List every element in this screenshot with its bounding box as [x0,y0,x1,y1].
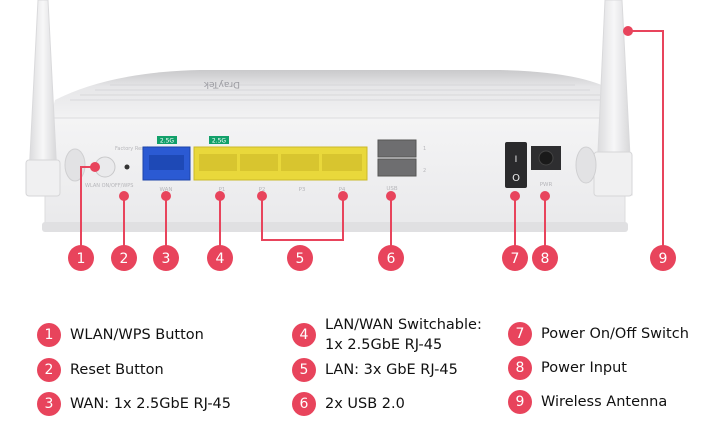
callout-badge-7 [502,245,528,271]
legend-label: LAN/WAN Switchable: 1x 2.5GbE RJ-45 [325,315,482,355]
usb-1-label: 1 [423,146,426,152]
right-antenna [575,0,633,197]
legend-item: 4 LAN/WAN Switchable: 1x 2.5GbE RJ-45 [292,315,482,355]
wan-label: WAN [159,187,172,193]
port-badge-wan [157,136,177,144]
legend-label-line1: LAN/WAN Switchable: [325,317,482,333]
legend-label: WAN: 1x 2.5GbE RJ-45 [70,396,232,412]
callout-anchor-dot [623,26,633,36]
legend-badge: 1 [37,323,61,347]
port-badge-wan-text: 2.5G [160,138,175,145]
usb-port-2[interactable] [377,158,417,177]
legend-item: 7 Power On/Off Switch [508,322,689,346]
usb-2-label: 2 [423,168,426,174]
callout-anchor-dot [540,191,550,201]
callout-badge-number: 8 [541,251,550,267]
lan-port-p3[interactable] [281,154,319,171]
callout-badge-9 [650,245,676,271]
legend-label: 2x USB 2.0 [325,396,405,412]
wlan-label: WLAN ON/OFF/WPS [85,183,133,189]
router-rear-panel-diagram: DrayTek Factory Reset WLAN ON/OFF/WPS 2.… [25,0,676,271]
callout-badge-number: 4 [216,251,225,267]
callout-badge-4 [207,245,233,271]
callout-leader-5 [261,196,344,241]
legend-badge: 5 [292,358,316,382]
callout-badge-3 [153,245,179,271]
callout-badge-1 [68,245,94,271]
router-bottom-lip [42,222,628,232]
callout-badge-number: 2 [120,251,129,267]
legend-label: Power On/Off Switch [541,326,689,342]
usb-port-1[interactable] [377,139,417,158]
port-badge-p1 [209,136,229,144]
legend-badge: 3 [37,392,61,416]
callout-badge-number: 9 [659,251,668,267]
legend-badge: 8 [508,356,532,380]
callout-badge-number: 1 [77,251,86,267]
legend-item: 8 Power Input [508,356,627,380]
power-switch[interactable] [505,142,527,188]
factory-reset-label: Factory Reset [115,146,149,152]
usb-label: USB [386,186,398,192]
legend-label-line2: 1x 2.5GbE RJ-45 [325,337,443,353]
pwr-label: PWR [540,182,553,188]
legend-badge: 2 [37,358,61,382]
callout-badges: 1 2 3 4 5 6 7 8 9 [68,245,676,271]
callout-badge-number: 7 [511,251,520,267]
p3-label: P3 [299,187,306,193]
callout-badge-number: 5 [296,251,305,267]
callout-anchor-dot [510,191,520,201]
legend-label: Reset Button [70,362,164,378]
legend-badge: 7 [508,322,532,346]
reset-pinhole[interactable] [124,164,130,170]
legend-label: Wireless Antenna [541,394,668,410]
callout-badge-5 [287,245,313,271]
callout-anchor-dot [338,191,348,201]
callout-badge-number: 6 [387,251,396,267]
callout-anchor-dot [90,162,100,172]
switch-off-glyph: O [512,173,520,184]
legend-item: 6 2x USB 2.0 [292,392,405,416]
callout-anchor-dot [161,191,171,201]
switch-on-glyph: I [515,155,518,165]
legend-badge: 4 [292,323,316,347]
legend-item: 3 WAN: 1x 2.5GbE RJ-45 [37,392,231,416]
callout-badge-2 [111,245,137,271]
callout-anchor-dot [386,191,396,201]
top-ridges [70,84,610,101]
callout-anchor-dots [90,26,633,201]
lan-port-p4[interactable] [322,154,362,171]
callout-badge-number: 3 [162,251,171,267]
legend-label: WLAN/WPS Button [70,327,204,343]
callout-leader-9 [628,30,664,246]
lan-port-p1[interactable] [199,154,237,171]
legend-badge: 9 [508,390,532,414]
callout-badge-8 [532,245,558,271]
callout-anchor-dot [215,191,225,201]
legend-label: LAN: 3x GbE RJ-45 [325,362,458,378]
callout-badge-6 [378,245,404,271]
router-top-cover [50,70,625,118]
lan-port-p2[interactable] [240,154,278,171]
legend-badge: 6 [292,392,316,416]
legend-item: 9 Wireless Antenna [508,390,667,414]
legend-label: Power Input [541,360,627,376]
p4-label: P4 [339,187,346,193]
legend-item: 1 WLAN/WPS Button [37,323,204,347]
p2-label: P2 [259,187,266,193]
callout-anchor-dot [119,191,129,201]
brand-logo: DrayTek [203,79,240,89]
p1-label: P1 [219,187,226,193]
callout-anchor-dot [257,191,267,201]
legend-item: 2 Reset Button [37,358,164,382]
legend-item: 5 LAN: 3x GbE RJ-45 [292,358,458,382]
port-badge-p1-text: 2.5G [212,138,227,145]
